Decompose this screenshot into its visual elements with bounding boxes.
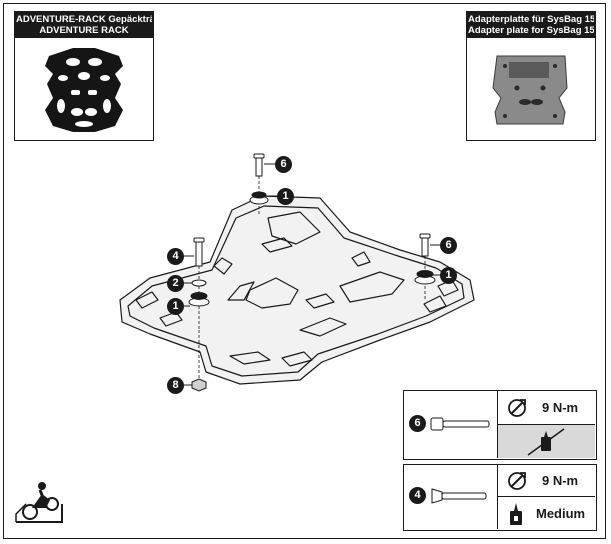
adapter-plate-image [492,55,568,125]
torque-wrench-icon [508,399,526,417]
bolt-6-top [253,153,265,177]
callout-8-bottom: 8 [167,377,184,394]
adventure-rack-title-de: ADVENTURE-RACK Gepäckträger [16,14,152,25]
spec-bolt-4-torque: 9 N-m [498,465,595,497]
callout-2-left: 2 [167,275,184,292]
bolt-6-icon [430,417,490,431]
no-threadlock-icon [527,428,565,456]
threadlock-bottle-icon [510,503,522,525]
bolt-4-icon [431,488,487,504]
callout-1-left: 1 [167,298,184,315]
diagram-frame [3,3,606,539]
part-number-6: 6 [409,415,426,432]
adapter-plate-title-de: Adapterplatte für SysBag 15 [468,14,594,25]
adapter-plate-box: Adapterplatte für SysBag 15 Adapter plat… [466,11,596,141]
part-number-4: 4 [409,487,426,504]
spec-bolt-4-threadlock: Medium [498,497,595,529]
adventure-rack-title-en: ADVENTURE RACK [39,25,129,36]
spec-box-bolt-4: 4 9 N-m Medium [403,464,597,531]
callout-6-right: 6 [440,237,457,254]
adapter-plate-title: Adapterplatte für SysBag 15 Adapter plat… [467,12,595,38]
spec-box-bolt-6: 6 9 N-m [403,390,597,460]
spec-bolt-6-part: 6 [404,391,498,458]
spec-bolt-4-torque-value: 9 N-m [542,473,579,488]
spec-bolt-4-threadlock-value: Medium [536,506,586,521]
callout-1-top: 1 [277,188,294,205]
callout-4-left: 4 [167,248,184,265]
spec-bolt-6-torque: 9 N-m [498,391,595,425]
spec-bolt-6-torque-value: 9 N-m [542,400,579,415]
spec-bolt-6-threadlock [498,425,595,458]
spec-bolt-4-part: 4 [404,465,498,529]
adapter-plate-title-en: Adapter plate for SysBag 15 [468,25,594,36]
callout-1-right: 1 [440,267,457,284]
adventure-rack-image [45,48,123,132]
adventure-rack-title: ADVENTURE-RACK Gepäckträger ADVENTURE RA… [15,12,153,38]
motorcycle-rider-icon [15,482,63,523]
adventure-rack-box: ADVENTURE-RACK Gepäckträger ADVENTURE RA… [14,11,154,141]
torque-wrench-icon [508,472,526,490]
callout-6-top: 6 [275,156,292,173]
